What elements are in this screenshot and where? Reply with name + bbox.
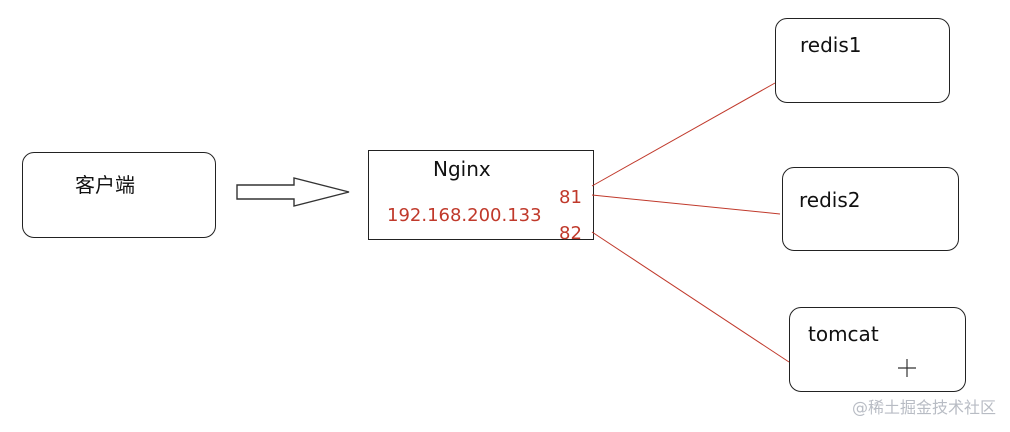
nginx-node: Nginx 192.168.200.133 81 82 <box>368 150 594 244</box>
nginx-title: Nginx <box>433 157 491 181</box>
line-82-to-tomcat <box>591 231 790 363</box>
nginx-ip: 192.168.200.133 <box>387 205 542 226</box>
line-81-to-redis2 <box>591 194 781 215</box>
tomcat-node: tomcat <box>789 307 966 392</box>
redis1-label: redis1 <box>800 33 862 57</box>
client-node: 客户端 <box>22 152 216 238</box>
line-81-to-redis1 <box>591 82 776 187</box>
redis1-node: redis1 <box>775 18 950 103</box>
port-82-label: 82 <box>559 223 582 244</box>
redis2-label: redis2 <box>799 188 861 212</box>
tomcat-label: tomcat <box>808 322 879 346</box>
client-label: 客户端 <box>75 173 135 197</box>
port-81-label: 81 <box>559 187 582 208</box>
redis2-node: redis2 <box>782 167 959 251</box>
watermark: @稀土掘金技术社区 <box>851 398 996 417</box>
client-to-nginx-arrow <box>236 177 350 207</box>
